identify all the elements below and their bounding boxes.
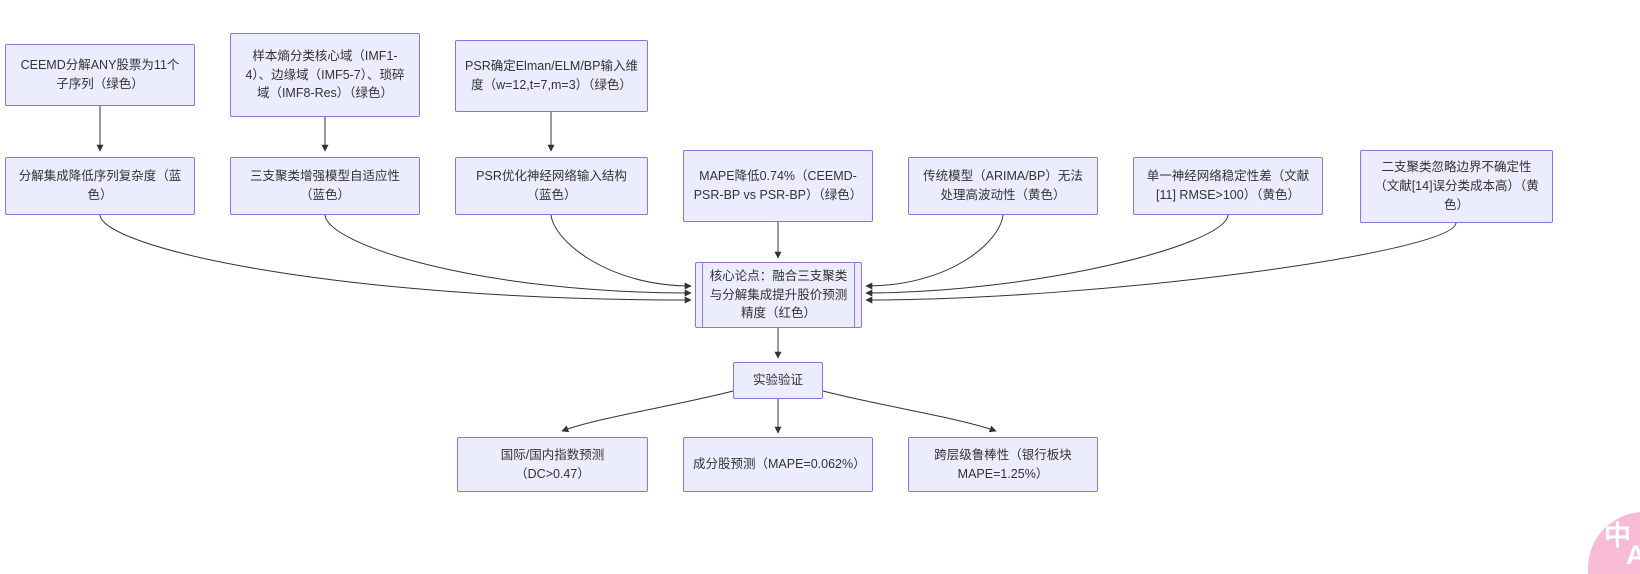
node-sample-entropy-domains: 样本熵分类核心域（IMF1-4）、边缘域（IMF5-7）、琐碎域（IMF8-Re… [230,33,420,117]
node-index-prediction: 国际/国内指数预测（DC>0.47） [457,437,648,492]
node-experiment-validation: 实验验证 [733,362,823,399]
node-core-thesis: 核心论点：融合三支聚类与分解集成提升股价预测精度（红色） [695,262,862,328]
subroutine-right-line [854,263,855,327]
node-cross-level-robustness: 跨层级鲁棒性（银行板块MAPE=1.25%） [908,437,1098,492]
translate-float-button[interactable]: 中 A [1588,512,1640,574]
node-three-way-clustering-adaptivity: 三支聚类增强模型自适应性（蓝色） [230,157,420,215]
edge-n9-core [865,214,1229,297]
node-single-nn-instability: 单一神经网络稳定性差（文献[11] RMSE>100）（黄色） [1133,157,1323,215]
node-two-way-clustering-limitation: 二支聚类忽略边界不确定性（文献[14]误分类成本高）（黄色） [1360,150,1553,223]
node-ceemd-decompose: CEEMD分解ANY股票为11个子序列（绿色） [5,44,195,106]
edge-n10-core [865,222,1457,304]
node-label: 三支聚类增强模型自适应性（蓝色） [249,169,400,202]
node-label: 跨层级鲁棒性（银行板块MAPE=1.25%） [934,447,1072,481]
node-label: MAPE降低0.74%（CEEMD-PSR-BP vs PSR-BP）（绿色） [693,169,863,202]
edge-n4-core [99,214,692,304]
node-label: 国际/国内指数预测（DC>0.47） [500,447,605,481]
node-label: PSR确定Elman/ELM/BP输入维度（w=12,t=7,m=3）（绿色） [465,59,638,92]
node-label: 单一神经网络稳定性差（文献[11] RMSE>100）（黄色） [1146,169,1310,202]
edge-n6-core [550,214,692,290]
node-label: 传统模型（ARIMA/BP）无法处理高波动性（黄色） [923,169,1083,202]
node-label: 分解集成降低序列复杂度（蓝色） [18,169,182,202]
node-label: 成分股预测（MAPE=0.062%） [693,457,866,472]
translate-icon: 中 [1604,521,1631,551]
edge-n5-core [324,214,692,297]
edge-exp-n11 [561,390,734,433]
node-decomposition-reduces-complexity: 分解集成降低序列复杂度（蓝色） [5,157,195,215]
node-constituent-stock-prediction: 成分股预测（MAPE=0.062%） [683,437,873,492]
edge-exp-n13 [822,390,997,433]
node-traditional-model-limitation: 传统模型（ARIMA/BP）无法处理高波动性（黄色） [908,157,1098,215]
node-psr-input-dimension: PSR确定Elman/ELM/BP输入维度（w=12,t=7,m=3）（绿色） [455,40,648,112]
node-label: 样本熵分类核心域（IMF1-4）、边缘域（IMF5-7）、琐碎域（IMF8-Re… [245,48,405,101]
node-label: PSR优化神经网络输入结构（蓝色） [476,169,627,202]
node-psr-optimizes-input-structure: PSR优化神经网络输入结构（蓝色） [455,157,648,215]
translate-icon-latin: A [1626,540,1640,570]
subroutine-left-line [702,263,703,327]
node-label: 二支聚类忽略边界不确定性（文献[14]误分类成本高）（黄色） [1374,160,1539,212]
edge-n8-core [865,214,1004,290]
node-mape-reduction: MAPE降低0.74%（CEEMD-PSR-BP vs PSR-BP）（绿色） [683,150,873,222]
node-label: 核心论点：融合三支聚类与分解集成提升股价预测精度（红色） [709,268,848,321]
node-label: 实验验证 [752,373,803,388]
node-label: CEEMD分解ANY股票为11个子序列（绿色） [20,58,180,91]
